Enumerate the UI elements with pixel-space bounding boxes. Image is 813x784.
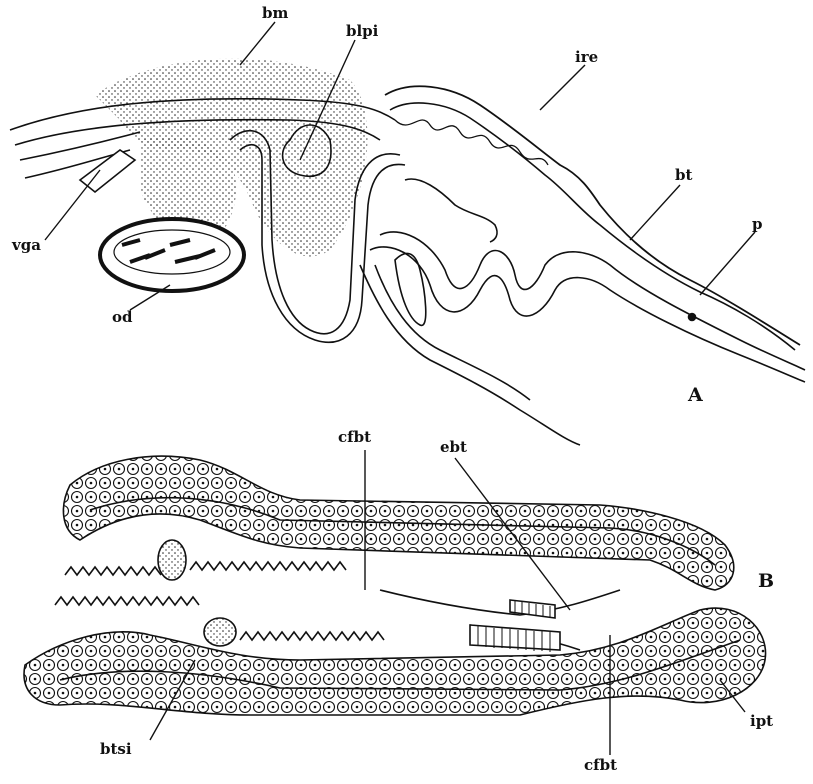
label-ipt: ipt — [750, 714, 773, 729]
label-ebt: ebt — [440, 440, 467, 455]
label-vga: vga — [12, 238, 41, 253]
upper-fold — [385, 86, 800, 345]
label-p: p — [752, 217, 763, 232]
bulb — [204, 618, 236, 646]
panel-label-a: A — [688, 386, 703, 405]
label-cfbt-top: cfbt — [338, 430, 371, 445]
bulb — [158, 540, 186, 580]
panel-label-b: B — [758, 572, 774, 591]
serrated-tube — [65, 562, 346, 575]
label-cfbt-bottom: cfbt — [584, 758, 617, 773]
label-ire: ire — [575, 50, 598, 65]
label-blpi: blpi — [346, 24, 378, 39]
label-bt: bt — [675, 168, 692, 183]
label-btsi: btsi — [100, 742, 132, 757]
panel-b-drawing — [24, 456, 766, 715]
lower-cell-band — [24, 608, 766, 715]
lower-fold — [380, 232, 805, 370]
panel-a-drawing — [10, 59, 805, 445]
label-od: od — [112, 310, 133, 325]
striated-band — [470, 625, 560, 650]
label-bm: bm — [262, 6, 288, 21]
